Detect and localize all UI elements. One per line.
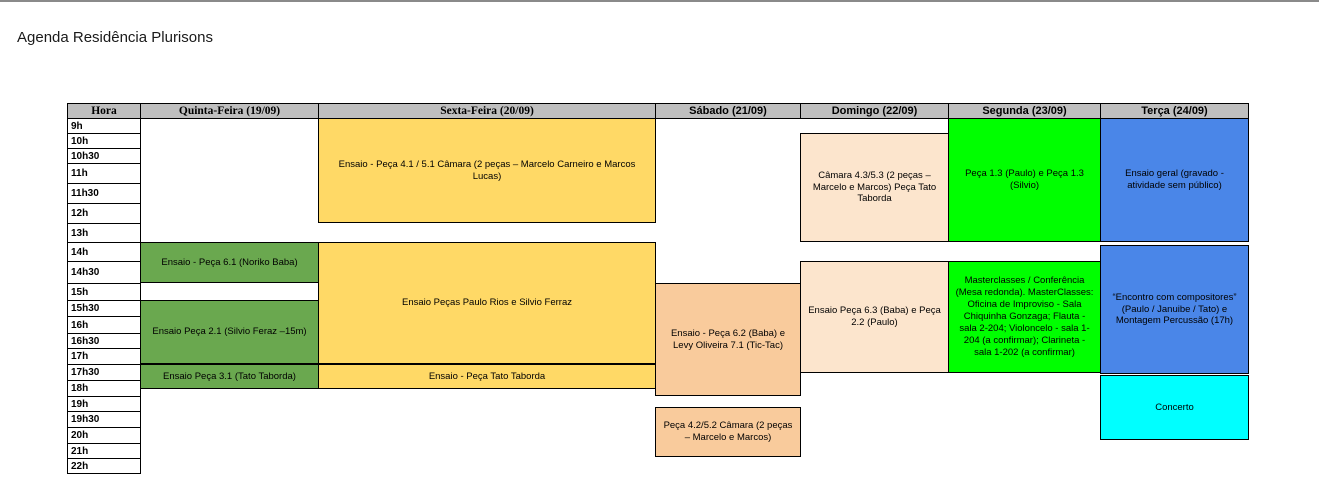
day-header-domingo: Domingo (22/09) — [800, 103, 949, 119]
time-slot-11h: 11h — [67, 163, 141, 184]
day-header-sabado: Sábado (21/09) — [655, 103, 801, 119]
time-slot-10h: 10h — [67, 133, 141, 149]
event-fri-ensaio-paulo-silvio: Ensaio Peças Paulo Rios e Silvio Ferraz — [318, 242, 656, 364]
event-label: Ensaio Peça 2.1 (Silvio Feraz –15m) — [152, 326, 307, 338]
time-column-header: Hora — [67, 103, 141, 119]
event-label: Ensaio - Peça 6.1 (Noriko Baba) — [161, 256, 298, 268]
event-sat-ensaio-6-2: Ensaio - Peça 6.2 (Baba) e Levy Oliveira… — [655, 283, 801, 396]
time-slot-20h: 20h — [67, 427, 141, 444]
event-label: Ensaio - Peça Tato Taborda — [428, 370, 546, 382]
event-label: Ensaio Peça 3.1 (Tato Taborda) — [163, 370, 296, 382]
event-label: Câmara 4.3/5.3 (2 peças – Marcelo e Marc… — [812, 169, 937, 205]
page-title: Agenda Residência Plurisons — [17, 29, 213, 46]
event-label: Concerto — [1155, 401, 1194, 413]
day-header-quinta: Quinta-Feira (19/09) — [140, 103, 319, 119]
event-label: Peça 1.3 (Paulo) e Peça 1.3 (Silvio) — [965, 168, 1084, 191]
time-slot-19h30: 19h30 — [67, 411, 141, 428]
event-fri-ensaio-4-1-5-1: Ensaio - Peça 4.1 / 5.1 Câmara (2 peças … — [318, 118, 656, 223]
time-slot-12h: 12h — [67, 203, 141, 224]
event-thu-ensaio-6-1: Ensaio - Peça 6.1 (Noriko Baba) — [140, 242, 319, 283]
event-tue-concerto: Concerto — [1100, 375, 1249, 440]
time-slot-10h30: 10h30 — [67, 148, 141, 164]
time-slot-18h: 18h — [67, 380, 141, 397]
event-sat-peca-4-2-5-2: Peça 4.2/5.2 Câmara (2 peças – Marcelo e… — [655, 407, 801, 457]
time-slot-9h: 9h — [67, 118, 141, 134]
event-thu-ensaio-2-1: Ensaio Peça 2.1 (Silvio Feraz –15m) — [140, 300, 319, 364]
event-tue-ensaio-geral: Ensaio geral (gravado - atividade sem pú… — [1100, 118, 1249, 242]
time-slot-21h: 21h — [67, 443, 141, 459]
event-thu-ensaio-3-1: Ensaio Peça 3.1 (Tato Taborda) — [140, 364, 319, 389]
time-slot-17h30: 17h30 — [67, 364, 141, 381]
time-slot-19h: 19h — [67, 396, 141, 412]
event-label: Ensaio Peça 6.3 (Baba) e Peça 2.2 (Paulo… — [808, 305, 941, 328]
event-label: Ensaio geral (gravado - atividade sem pú… — [1125, 168, 1224, 191]
day-header-terca: Terça (24/09) — [1100, 103, 1249, 119]
schedule-table: Hora Quinta-Feira (19/09)Sexta-Feira (20… — [67, 103, 1249, 474]
event-label: Ensaio - Peça 4.1 / 5.1 Câmara (2 peças … — [338, 158, 636, 182]
time-slot-16h: 16h — [67, 316, 141, 334]
event-label: Ensaio - Peça 6.2 (Baba) e Levy Oliveira… — [670, 327, 786, 351]
event-label: Masterclasses / Conferência (Mesa redond… — [955, 275, 1094, 358]
time-slot-22h: 22h — [67, 458, 141, 474]
event-label: Ensaio Peças Paulo Rios e Silvio Ferraz — [401, 297, 573, 309]
time-slot-14h30: 14h30 — [67, 261, 141, 284]
window-top-border — [0, 0, 1319, 2]
event-sun-camara-4-3-5-3: Câmara 4.3/5.3 (2 peças – Marcelo e Marc… — [800, 133, 949, 242]
event-mon-peca-1-3: Peça 1.3 (Paulo) e Peça 1.3 (Silvio) — [948, 118, 1101, 242]
event-mon-masterclasses: Masterclasses / Conferência (Mesa redond… — [948, 261, 1101, 373]
event-label: “Encontro com compositores” (Paulo / Jan… — [1112, 291, 1237, 327]
time-slot-15h: 15h — [67, 283, 141, 301]
day-header-segunda: Segunda (23/09) — [948, 103, 1101, 119]
time-slot-15h30: 15h30 — [67, 300, 141, 317]
time-slot-17h: 17h — [67, 348, 141, 365]
time-slot-16h30: 16h30 — [67, 333, 141, 349]
event-tue-encontro-compositores: “Encontro com compositores” (Paulo / Jan… — [1100, 245, 1249, 374]
event-fri-ensaio-tato: Ensaio - Peça Tato Taborda — [318, 364, 656, 389]
time-slot-14h: 14h — [67, 242, 141, 262]
time-slot-11h30: 11h30 — [67, 183, 141, 204]
event-label: Peça 4.2/5.2 Câmara (2 peças – Marcelo e… — [663, 420, 793, 443]
event-sun-ensaio-6-3-e-2-2: Ensaio Peça 6.3 (Baba) e Peça 2.2 (Paulo… — [800, 261, 949, 373]
day-header-sexta: Sexta-Feira (20/09) — [318, 103, 656, 119]
time-slot-13h: 13h — [67, 223, 141, 243]
